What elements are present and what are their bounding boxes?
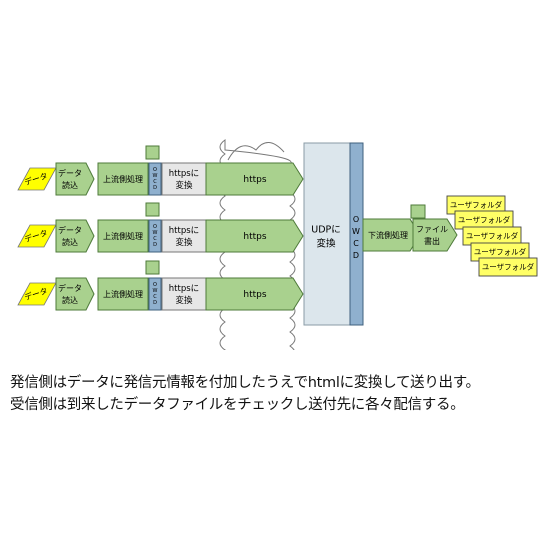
file-write-label: ファイル書出 bbox=[416, 225, 448, 246]
https-convert-label: httpsに変換 bbox=[169, 226, 199, 248]
vertical-char: W bbox=[153, 288, 158, 294]
https-convert-box bbox=[161, 219, 207, 253]
vertical-char: D bbox=[153, 300, 157, 306]
vertical-char: C bbox=[353, 239, 359, 248]
vertical-char: O bbox=[353, 215, 359, 224]
user-folder-card bbox=[478, 257, 538, 277]
vertical-char: O bbox=[153, 224, 157, 230]
vertical-char: D bbox=[153, 185, 157, 191]
cloud-top bbox=[227, 142, 285, 161]
https-convert-box bbox=[161, 162, 207, 196]
vertical-char: W bbox=[352, 227, 360, 236]
https-arrow bbox=[205, 162, 304, 196]
vertical-char: W bbox=[153, 230, 158, 236]
receiver-status-square bbox=[410, 204, 426, 219]
user-folder-label: ユーザフォルダ bbox=[458, 215, 511, 225]
udp-convert-block bbox=[303, 142, 351, 326]
flow-diagram: データデータ読込上流側処理OWCDhttpsに変換httpsデータデータ読込上流… bbox=[17, 139, 538, 350]
vertical-char: D bbox=[353, 251, 359, 260]
data-read-label: データ読込 bbox=[58, 225, 82, 247]
owcd-column bbox=[148, 162, 162, 196]
status-square bbox=[145, 202, 160, 217]
caption-line-2: 受信側は到来したデータファイルをチェックし送付先に各々配信する。 bbox=[10, 397, 465, 413]
vertical-char: D bbox=[153, 242, 157, 248]
status-square bbox=[145, 145, 160, 160]
data-read-arrow bbox=[55, 219, 95, 253]
owcd-column bbox=[148, 219, 162, 253]
https-arrow bbox=[205, 219, 304, 253]
upstream-label: 上流側処理 bbox=[103, 231, 143, 241]
caption-line-1: 発信側はデータに発信元情報を付加したうえでhtmlに変換して送り出す。 bbox=[10, 375, 480, 391]
vertical-char: C bbox=[153, 294, 157, 300]
file-write-arrow bbox=[412, 218, 458, 252]
vertical-char: C bbox=[153, 236, 157, 242]
user-folder-label: ユーザフォルダ bbox=[450, 200, 503, 210]
data-read-label: データ読込 bbox=[58, 168, 82, 190]
upstream-box bbox=[97, 219, 149, 253]
https-label: https bbox=[243, 290, 266, 300]
data-read-arrow bbox=[55, 162, 95, 196]
upstream-label: 上流側処理 bbox=[103, 289, 143, 299]
owcd-column bbox=[148, 277, 162, 311]
downstream-label: 下流側処理 bbox=[368, 230, 408, 240]
vertical-char: C bbox=[153, 179, 157, 185]
https-convert-label: httpsに変換 bbox=[169, 284, 199, 306]
data-read-label: データ読込 bbox=[58, 283, 82, 305]
https-label: https bbox=[243, 175, 266, 185]
status-square bbox=[145, 260, 160, 275]
upstream-box bbox=[97, 162, 149, 196]
upstream-box bbox=[97, 277, 149, 311]
user-folder-label: ユーザフォルダ bbox=[466, 231, 519, 241]
https-label: https bbox=[243, 232, 266, 242]
user-folder-label: ユーザフォルダ bbox=[474, 247, 527, 257]
udp-convert-label: UDPに変換 bbox=[311, 224, 341, 249]
upstream-label: 上流側処理 bbox=[103, 174, 143, 184]
data-read-arrow bbox=[55, 277, 95, 311]
https-convert-label: httpsに変換 bbox=[169, 169, 199, 191]
vertical-char: O bbox=[153, 282, 157, 288]
https-arrow bbox=[205, 277, 304, 311]
user-folder-label: ユーザフォルダ bbox=[482, 262, 535, 272]
vertical-char: O bbox=[153, 167, 157, 173]
vertical-char: W bbox=[153, 173, 158, 179]
